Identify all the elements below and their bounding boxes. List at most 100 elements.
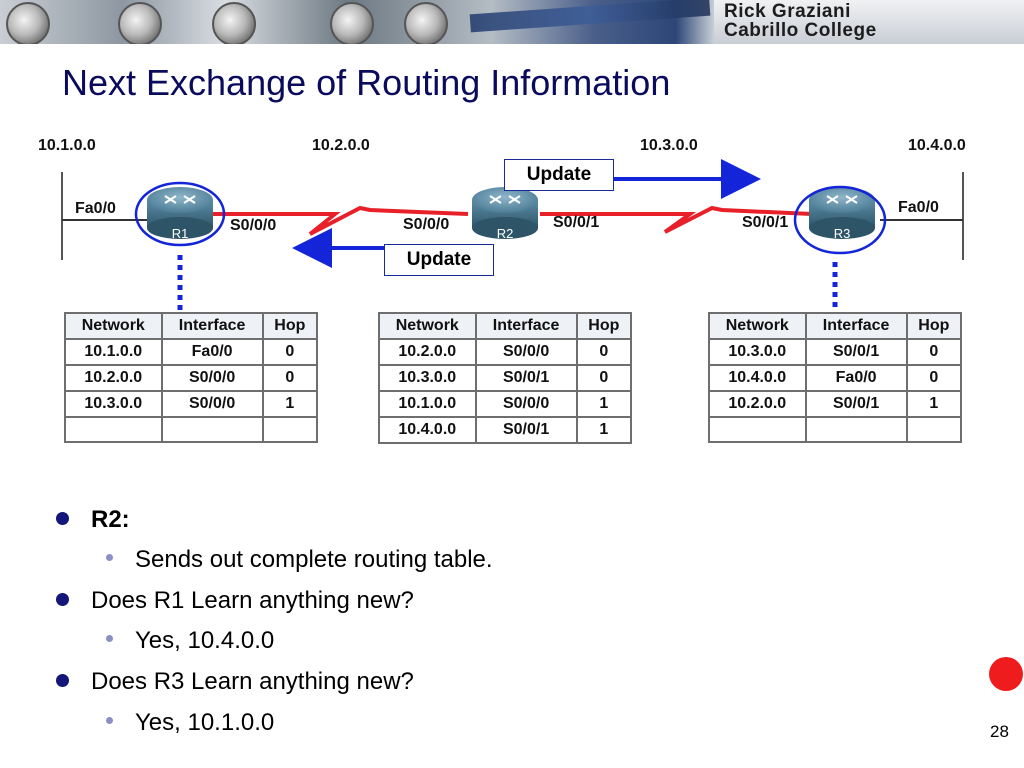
column-header: Network: [708, 312, 807, 340]
table-header-row: Network Interface Hop: [378, 312, 633, 340]
table-header-row: Network Interface Hop: [708, 312, 963, 340]
cell-hop: 0: [575, 338, 633, 366]
cell-interface: S0/0/1: [474, 416, 578, 444]
bullet-text: Does R3 Learn anything new?: [91, 668, 414, 695]
banner-text-panel: Rick Graziani Cabrillo College: [714, 0, 1024, 44]
bullet-text: Yes, 10.4.0.0: [135, 627, 275, 654]
cell-network: 10.3.0.0: [708, 338, 807, 366]
bullet-text: R2:: [91, 506, 130, 533]
red-circle-marker: [989, 657, 1023, 691]
cell-interface: S0/0/1: [804, 390, 908, 418]
cell-interface: S0/0/0: [474, 338, 578, 366]
cell-network: 10.1.0.0: [378, 390, 477, 418]
cell-network: 10.4.0.0: [378, 416, 477, 444]
cell-hop: 1: [575, 390, 633, 418]
cell-hop: 0: [905, 364, 963, 392]
sub-bullet-dot-icon: [106, 717, 113, 725]
cell-hop: 1: [261, 390, 319, 418]
network-diagram: 10.1.0.0 10.2.0.0 10.3.0.0 10.4.0.0 R1 R…: [38, 137, 966, 424]
banner-institution: Cabrillo College: [724, 20, 877, 41]
page-title: Next Exchange of Routing Information: [62, 62, 671, 103]
column-header: Interface: [474, 312, 578, 340]
cell-hop: 1: [905, 390, 963, 418]
bullet-subitem: Sends out complete routing table.: [106, 546, 493, 574]
sub-bullet-dot-icon: [106, 635, 113, 643]
cell-hop: 0: [261, 338, 319, 366]
cell-hop: 1: [575, 416, 633, 444]
column-header: Hop: [261, 312, 319, 340]
cell-network: 10.4.0.0: [708, 364, 807, 392]
cell-interface: Fa0/0: [160, 338, 264, 366]
header-banner: Rick Graziani Cabrillo College: [0, 0, 1024, 44]
cell-network: 10.2.0.0: [378, 338, 477, 366]
bullet-item: R2:: [56, 506, 130, 534]
network-label: 10.2.0.0: [312, 137, 370, 154]
banner-disc-image: [404, 2, 448, 44]
serial-link-r1-r2: [212, 205, 469, 236]
cell-interface: S0/0/0: [160, 364, 264, 392]
cell-network: 10.3.0.0: [64, 390, 163, 418]
bullet-dot-icon: [56, 593, 69, 607]
cell-interface: Fa0/0: [804, 364, 908, 392]
cell-interface: S0/0/1: [474, 364, 578, 392]
serial-link-r2-r3: [540, 205, 813, 234]
bullet-subitem: Yes, 10.1.0.0: [106, 709, 274, 737]
interface-label: S0/0/1: [742, 214, 788, 231]
table-row-empty: [708, 416, 963, 443]
cell-interface: S0/0/0: [474, 390, 578, 418]
column-header: Interface: [160, 312, 264, 340]
router-r3: R3: [809, 187, 875, 241]
sub-bullet-dot-icon: [106, 554, 113, 562]
banner-author: Rick Graziani: [724, 1, 851, 22]
interface-label: Fa0/0: [898, 199, 939, 216]
bullet-text: Does R1 Learn anything new?: [91, 587, 414, 614]
bullet-dot-icon: [56, 512, 69, 526]
router-highlight-circle: [134, 181, 226, 247]
network-label: 10.4.0.0: [908, 137, 966, 154]
network-label: 10.3.0.0: [640, 137, 698, 154]
bullet-item: Does R1 Learn anything new?: [56, 587, 414, 615]
banner-disc-image: [6, 2, 50, 44]
cell-network: 10.2.0.0: [708, 390, 807, 418]
bullet-text: Yes, 10.1.0.0: [135, 709, 275, 736]
banner-disc-image: [330, 2, 374, 44]
cell-interface: S0/0/0: [160, 390, 264, 418]
interface-label: S0/0/0: [230, 217, 276, 234]
column-header: Hop: [575, 312, 633, 340]
banner-disc-image: [212, 2, 256, 44]
banner-disc-image: [118, 2, 162, 44]
router-r1: R1: [147, 187, 213, 241]
bullet-subitem: Yes, 10.4.0.0: [106, 627, 274, 655]
router-r2: R2: [472, 187, 538, 241]
table-row-empty: [64, 416, 319, 443]
interface-label: S0/0/0: [403, 216, 449, 233]
interface-label: S0/0/1: [553, 214, 599, 231]
router-label: R2: [497, 226, 514, 241]
update-box-right: Update: [504, 159, 614, 191]
column-header: Hop: [905, 312, 963, 340]
cell-network: 10.2.0.0: [64, 364, 163, 392]
router-label: R3: [834, 226, 851, 241]
column-header: Interface: [804, 312, 908, 340]
bullet-item: Does R3 Learn anything new?: [56, 668, 414, 696]
column-header: Network: [64, 312, 163, 340]
cell-hop: 0: [905, 338, 963, 366]
router-label: R1: [172, 226, 189, 241]
router-highlight-circle: [793, 185, 887, 255]
cell-network: 10.1.0.0: [64, 338, 163, 366]
cell-network: 10.3.0.0: [378, 364, 477, 392]
page-number: 28: [990, 722, 1009, 741]
interface-label: Fa0/0: [75, 200, 116, 217]
